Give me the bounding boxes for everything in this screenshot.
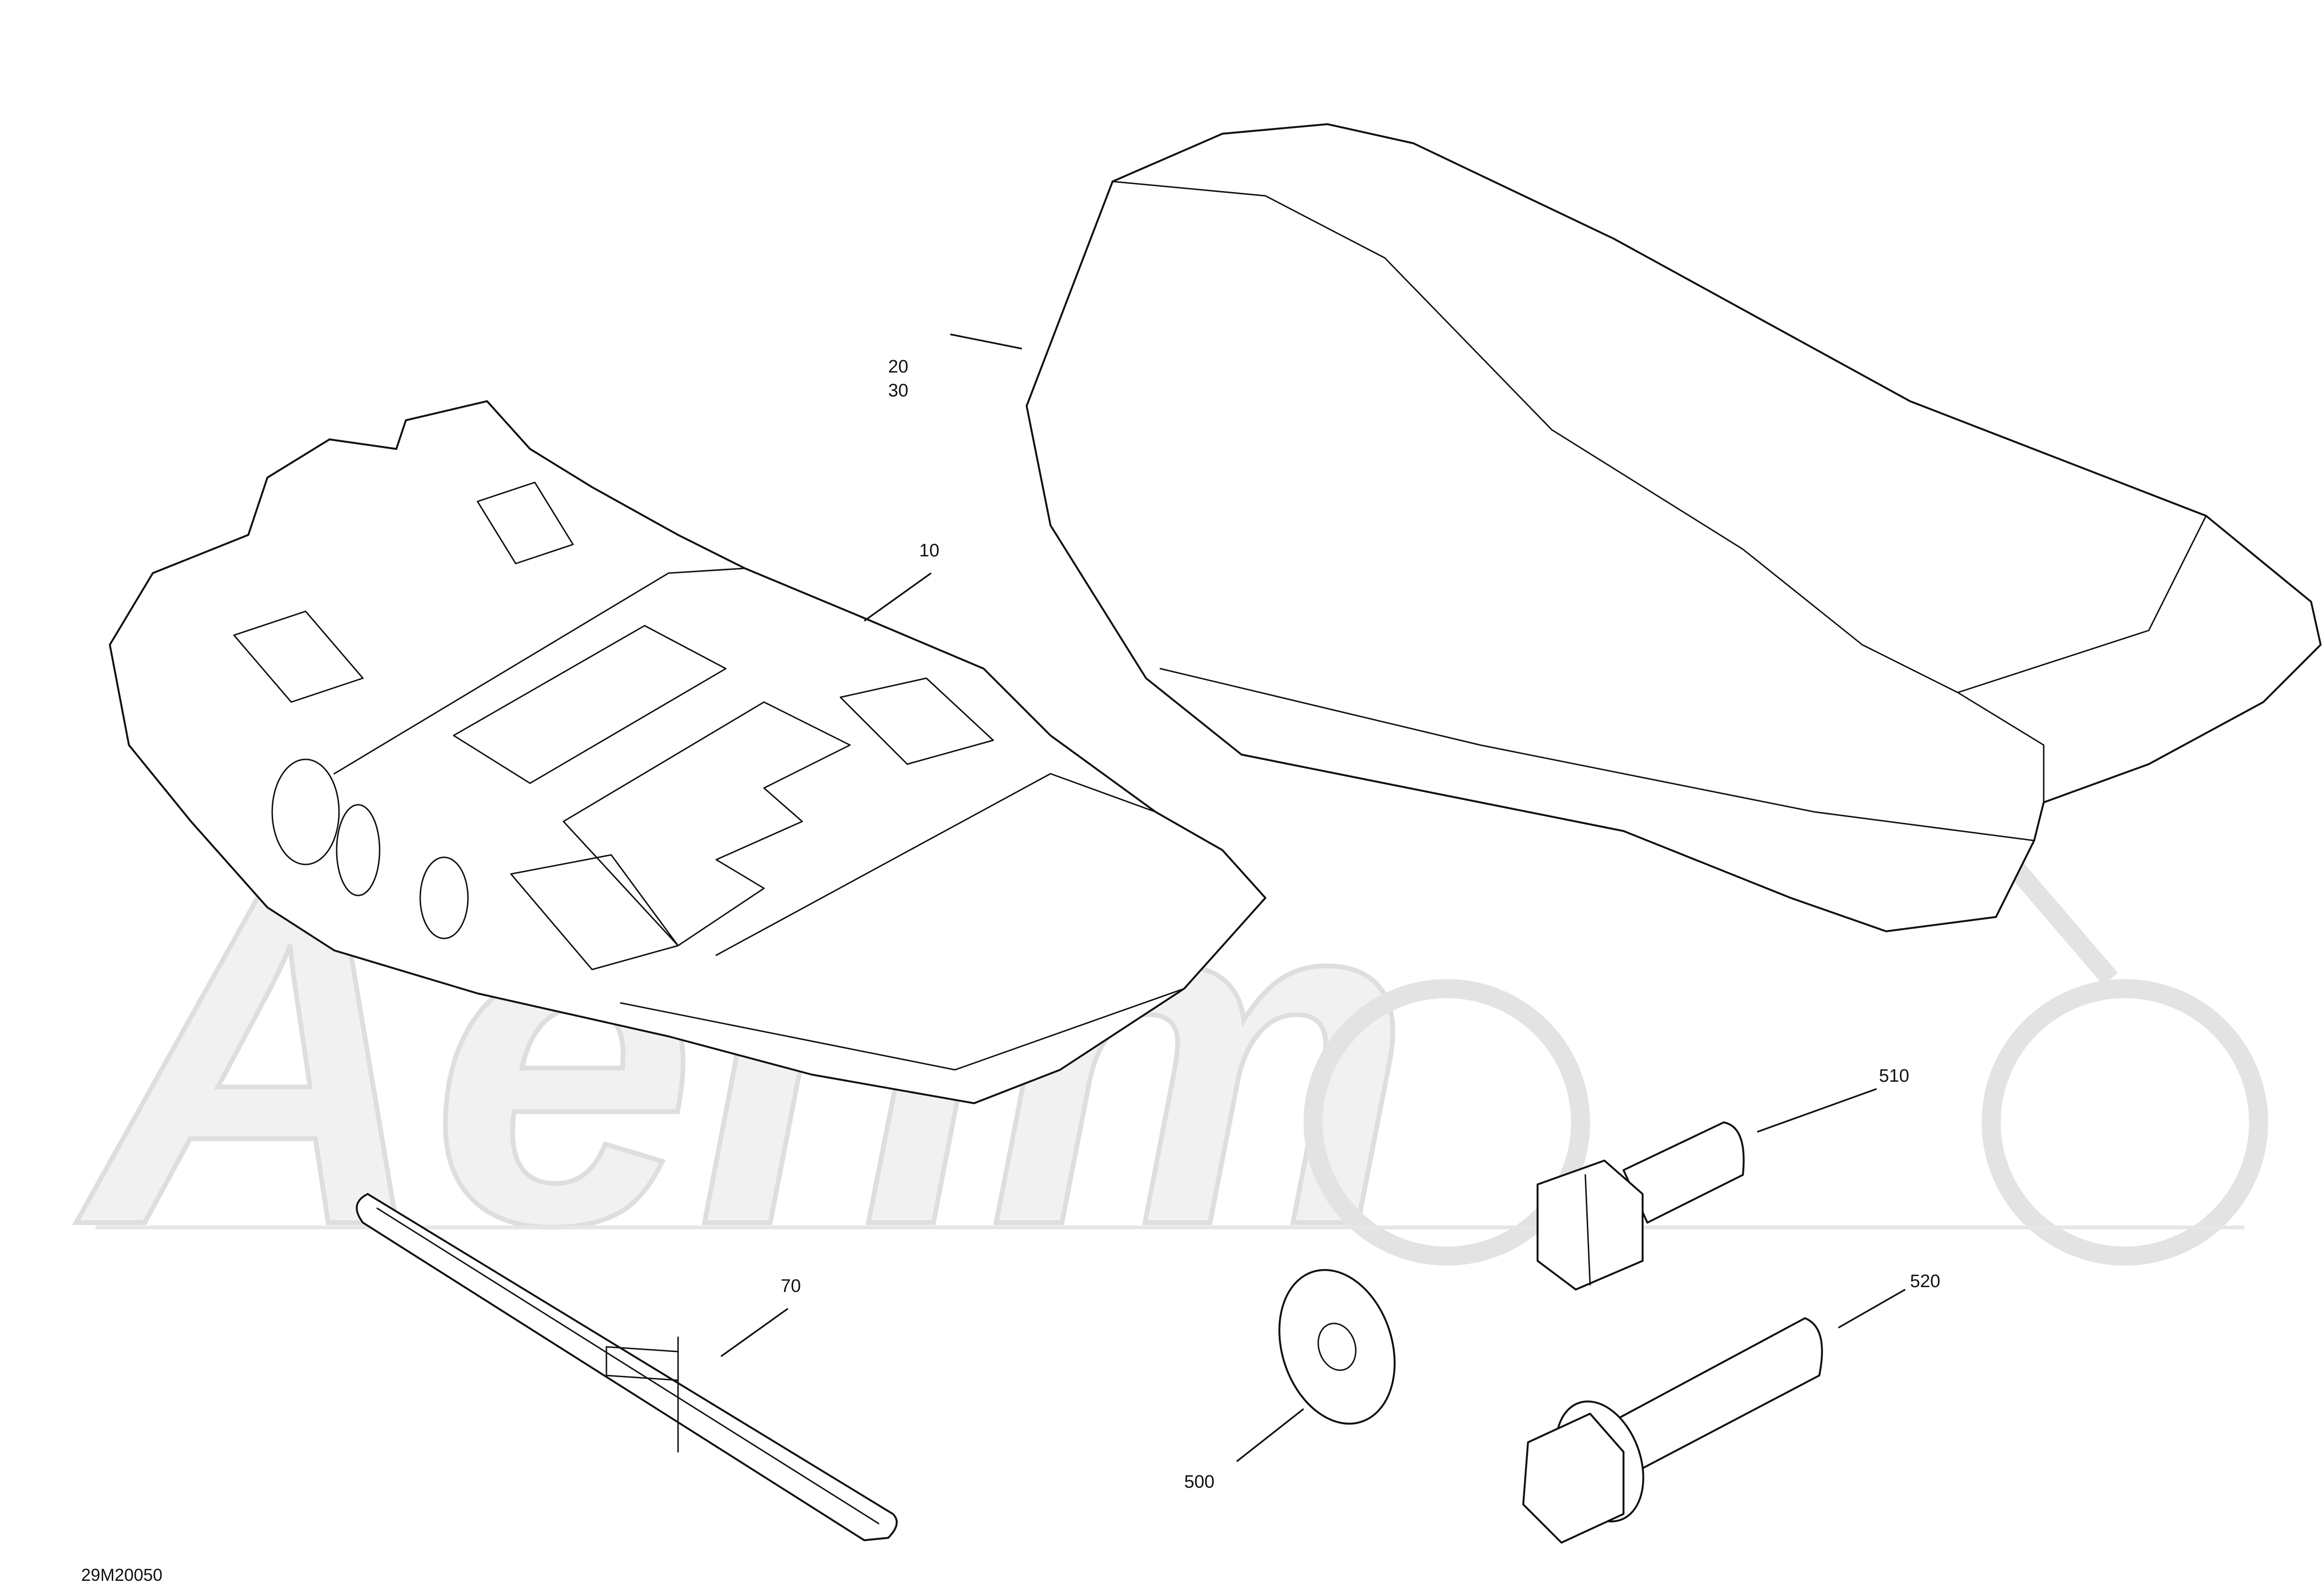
leader-510: [1757, 1088, 1877, 1133]
strap-inner-line: [376, 1207, 880, 1524]
seat-base-hole-1: [271, 758, 340, 865]
bolt-510-head: [1537, 1160, 1644, 1290]
bolt-510-shank: [1623, 1121, 1745, 1224]
seat-base-hole-2: [336, 804, 381, 896]
seat-base-panel-center: [562, 701, 851, 947]
callout-70: 70: [781, 1276, 801, 1296]
watermark-wheel-right: [1982, 979, 2268, 1266]
leader-500: [1236, 1408, 1305, 1462]
seat-base-cutout-right: [839, 677, 994, 765]
bolt-510-head-edge: [1584, 1174, 1591, 1286]
seat-cushion-part: [1026, 123, 2322, 932]
washer-hole: [1317, 1322, 1357, 1371]
callout-500: 500: [1184, 1472, 1214, 1492]
seat-base-cutout-rear: [477, 481, 574, 565]
leader-lines: [720, 333, 1906, 1462]
washer-part: [1278, 1269, 1396, 1425]
washer-outline: [1278, 1269, 1396, 1425]
document-code: 29M20050: [81, 1565, 162, 1585]
watermark-wheel-left: [1304, 979, 1590, 1266]
flange-bolt-long-part: [1522, 1317, 1823, 1544]
seat-base-hole-3: [419, 856, 469, 939]
leader-10: [863, 572, 932, 622]
bolt-520-head: [1522, 1413, 1624, 1544]
seat-base-rib-right: [715, 773, 1157, 956]
callout-30: 30: [888, 381, 908, 401]
leader-70: [720, 1308, 789, 1357]
seat-cushion-top-crease: [1112, 181, 1959, 693]
seat-cushion-side-crease: [1957, 692, 2045, 803]
seat-base-outline: [109, 400, 1266, 1104]
callout-20: 20: [888, 357, 908, 377]
leader-20-30: [950, 333, 1022, 350]
hex-bolt-short-part: [1537, 1121, 1745, 1290]
seat-base-cutout-lower: [510, 854, 679, 970]
seat-base-part: [109, 400, 1266, 1104]
seat-base-rib-left: [333, 567, 746, 775]
callout-520: 520: [1910, 1271, 1940, 1291]
leader-520: [1838, 1289, 1906, 1329]
callout-10: 10: [919, 541, 939, 561]
bolt-520-shank: [1608, 1317, 1823, 1477]
seat-cushion-lower-edge: [1159, 668, 2035, 842]
callout-510: 510: [1879, 1066, 1909, 1086]
callout-labels: 10 20 30 70 500 510 520: [781, 357, 1940, 1492]
seat-cushion-rear-crease: [1957, 515, 2207, 693]
seat-cushion-outline: [1026, 123, 2322, 932]
strap-part: [356, 1193, 898, 1541]
seat-base-cutout-left: [233, 610, 364, 703]
seat-base-lower-edge: [620, 988, 1185, 1071]
seat-base-panel-top: [453, 625, 727, 784]
